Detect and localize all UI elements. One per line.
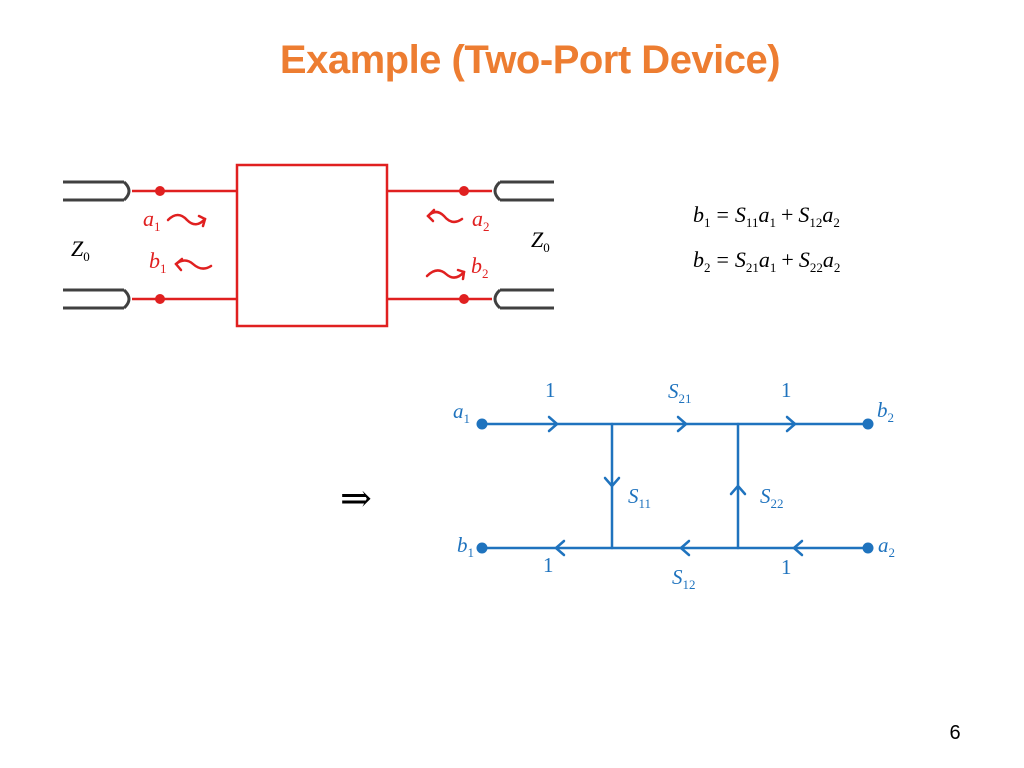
- left-arrow-icon: [554, 539, 566, 557]
- port-terminal: [155, 186, 165, 196]
- node-a2-label: a2: [878, 533, 895, 560]
- up-arrow-icon: [729, 484, 747, 496]
- slide-title: Example (Two-Port Device): [279, 38, 781, 82]
- b2-label: b2: [471, 253, 489, 281]
- right-coax-bottom: [493, 288, 554, 310]
- node-a2: [862, 542, 874, 554]
- two-port-circuit: Z0 Z0 a1 b1 a2 b2: [63, 163, 554, 328]
- page-number: 6: [949, 722, 961, 744]
- b1-wave-arrow-icon: [174, 257, 213, 272]
- left-impedance-label: Z0: [71, 236, 90, 264]
- left-coax-bottom: [63, 288, 131, 310]
- node-b1-label: b1: [457, 533, 474, 560]
- gain-bottom-right: 1: [781, 555, 792, 579]
- right-arrow-icon: [547, 415, 559, 433]
- gain-s11: S11: [628, 484, 651, 511]
- gain-top-right: 1: [781, 378, 792, 402]
- gain-bottom-left: 1: [543, 553, 554, 577]
- left-arrow-icon: [679, 539, 691, 557]
- a1-label: a1: [143, 206, 161, 234]
- a1-wave-arrow-icon: [166, 213, 207, 228]
- right-arrow-icon: [785, 415, 797, 433]
- signal-flow-graph: a1 b2 b1 a2 1 S21 1 1 S12 1 S11 S22: [453, 378, 895, 592]
- port-terminal: [155, 294, 165, 304]
- gain-s12: S12: [672, 565, 696, 592]
- right-coax-top: [493, 180, 554, 202]
- scattering-equations: b1=S11a1+S12a2 b2=S21a1+S22a2: [693, 202, 840, 275]
- two-port-box: [235, 163, 389, 328]
- port-terminal: [459, 294, 469, 304]
- node-a1-label: a1: [453, 399, 470, 426]
- right-impedance-label: Z0: [531, 227, 550, 255]
- right-arrow-icon: [676, 415, 688, 433]
- node-b2-label: b2: [877, 398, 894, 425]
- down-arrow-icon: [603, 476, 621, 488]
- equation-1: b1=S11a1+S12a2: [693, 202, 840, 230]
- node-a1: [476, 418, 488, 430]
- b2-wave-arrow-icon: [425, 268, 466, 281]
- node-b1: [476, 542, 488, 554]
- gain-s22: S22: [760, 484, 784, 511]
- left-arrow-icon: [792, 539, 804, 557]
- port-terminal: [459, 186, 469, 196]
- implies-arrow-icon: ⇒: [340, 478, 372, 520]
- gain-s21: S21: [668, 379, 692, 406]
- equation-2: b2=S21a1+S22a2: [693, 247, 840, 275]
- left-coax-top: [63, 180, 131, 202]
- node-b2: [862, 418, 874, 430]
- a2-label: a2: [472, 206, 490, 234]
- b1-label: b1: [149, 248, 167, 276]
- a2-wave-arrow-icon: [426, 208, 464, 224]
- gain-top-left: 1: [545, 378, 556, 402]
